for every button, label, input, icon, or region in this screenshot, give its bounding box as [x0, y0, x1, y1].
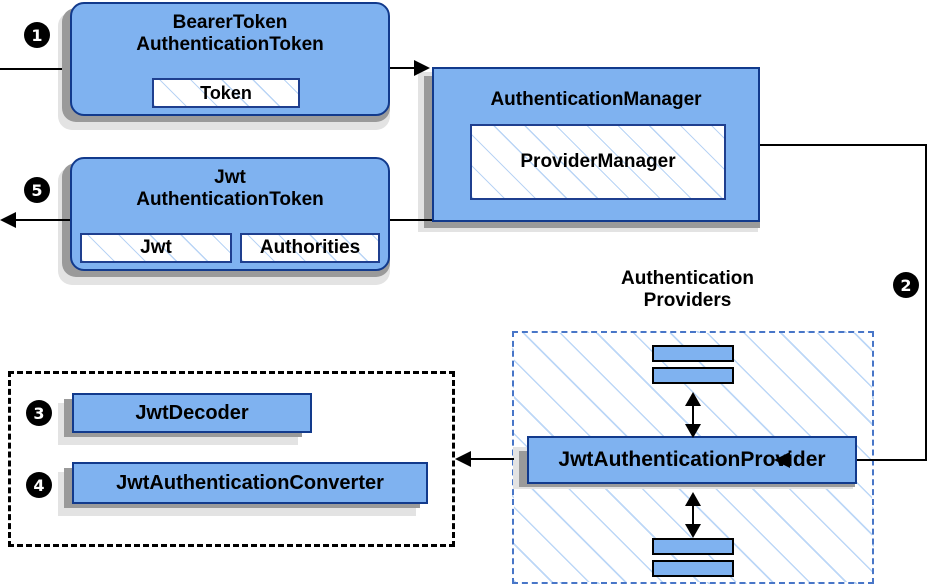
authentication-manager-title: AuthenticationManager — [490, 89, 702, 110]
connector-bearer-to-manager — [390, 67, 422, 69]
connector-provider-to-decoders — [470, 458, 514, 460]
providers-label-line2: Providers — [643, 289, 732, 311]
step-badge-1: 1 — [24, 22, 50, 48]
arrowhead-bearer-to-manager — [414, 60, 430, 76]
node-authentication-manager[interactable]: AuthenticationManager ProviderManager — [432, 67, 760, 222]
node-jwt-authentication-provider[interactable]: JwtAuthenticationProvider — [527, 436, 857, 484]
connector-manager-down — [925, 144, 927, 460]
bearer-token-title-line2: AuthenticationToken — [136, 34, 324, 55]
connector-manager-to-jwt-token — [390, 219, 434, 221]
authentication-providers-label: Authentication Providers — [600, 268, 775, 312]
arrowhead-up-bottom — [685, 492, 701, 506]
jwt-token-slot-authorities: Authorities — [240, 233, 380, 263]
arrowhead-down-bottom — [685, 524, 701, 538]
connector-manager-right — [760, 144, 927, 146]
step-badge-2: 2 — [893, 272, 919, 298]
provider-stub-top-1 — [652, 345, 734, 362]
jwt-token-slot-jwt: Jwt — [80, 233, 232, 263]
connector-to-jwt-provider — [790, 459, 927, 461]
node-jwt-decoder[interactable]: JwtDecoder — [72, 393, 312, 433]
bearer-token-slot-token: Token — [152, 78, 300, 108]
connector-vertical-top — [692, 398, 694, 426]
node-jwt-authentication-converter[interactable]: JwtAuthenticationConverter — [72, 462, 428, 504]
jwt-token-title-line1: Jwt — [214, 167, 246, 188]
arrowhead-up-top — [685, 392, 701, 406]
arrowhead-down-top — [685, 424, 701, 438]
arrowhead-provider-to-decoders — [455, 451, 471, 467]
provider-stub-bottom-2 — [652, 560, 734, 577]
step-badge-5: 5 — [24, 177, 50, 203]
arrowhead-to-jwt-provider — [774, 452, 790, 468]
jwt-token-title-line2: AuthenticationToken — [136, 189, 324, 210]
connector-response-out — [16, 219, 72, 221]
provider-stub-bottom-1 — [652, 538, 734, 555]
providers-label-line1: Authentication — [621, 268, 754, 289]
step-badge-3: 3 — [26, 400, 52, 426]
connector-request-in — [0, 68, 62, 70]
arrowhead-response-out — [0, 212, 16, 228]
connector-vertical-bottom — [692, 498, 694, 526]
step-badge-4: 4 — [26, 472, 52, 498]
node-jwt-authentication-token[interactable]: Jwt AuthenticationToken Jwt Authorities — [70, 157, 390, 271]
provider-stub-top-2 — [652, 367, 734, 384]
bearer-token-title-line1: BearerToken — [172, 12, 288, 33]
authentication-manager-slot-provider-manager: ProviderManager — [470, 124, 726, 200]
node-bearer-token-authentication-token[interactable]: BearerToken AuthenticationToken Token — [70, 2, 390, 116]
jwt-support-group — [8, 371, 455, 547]
